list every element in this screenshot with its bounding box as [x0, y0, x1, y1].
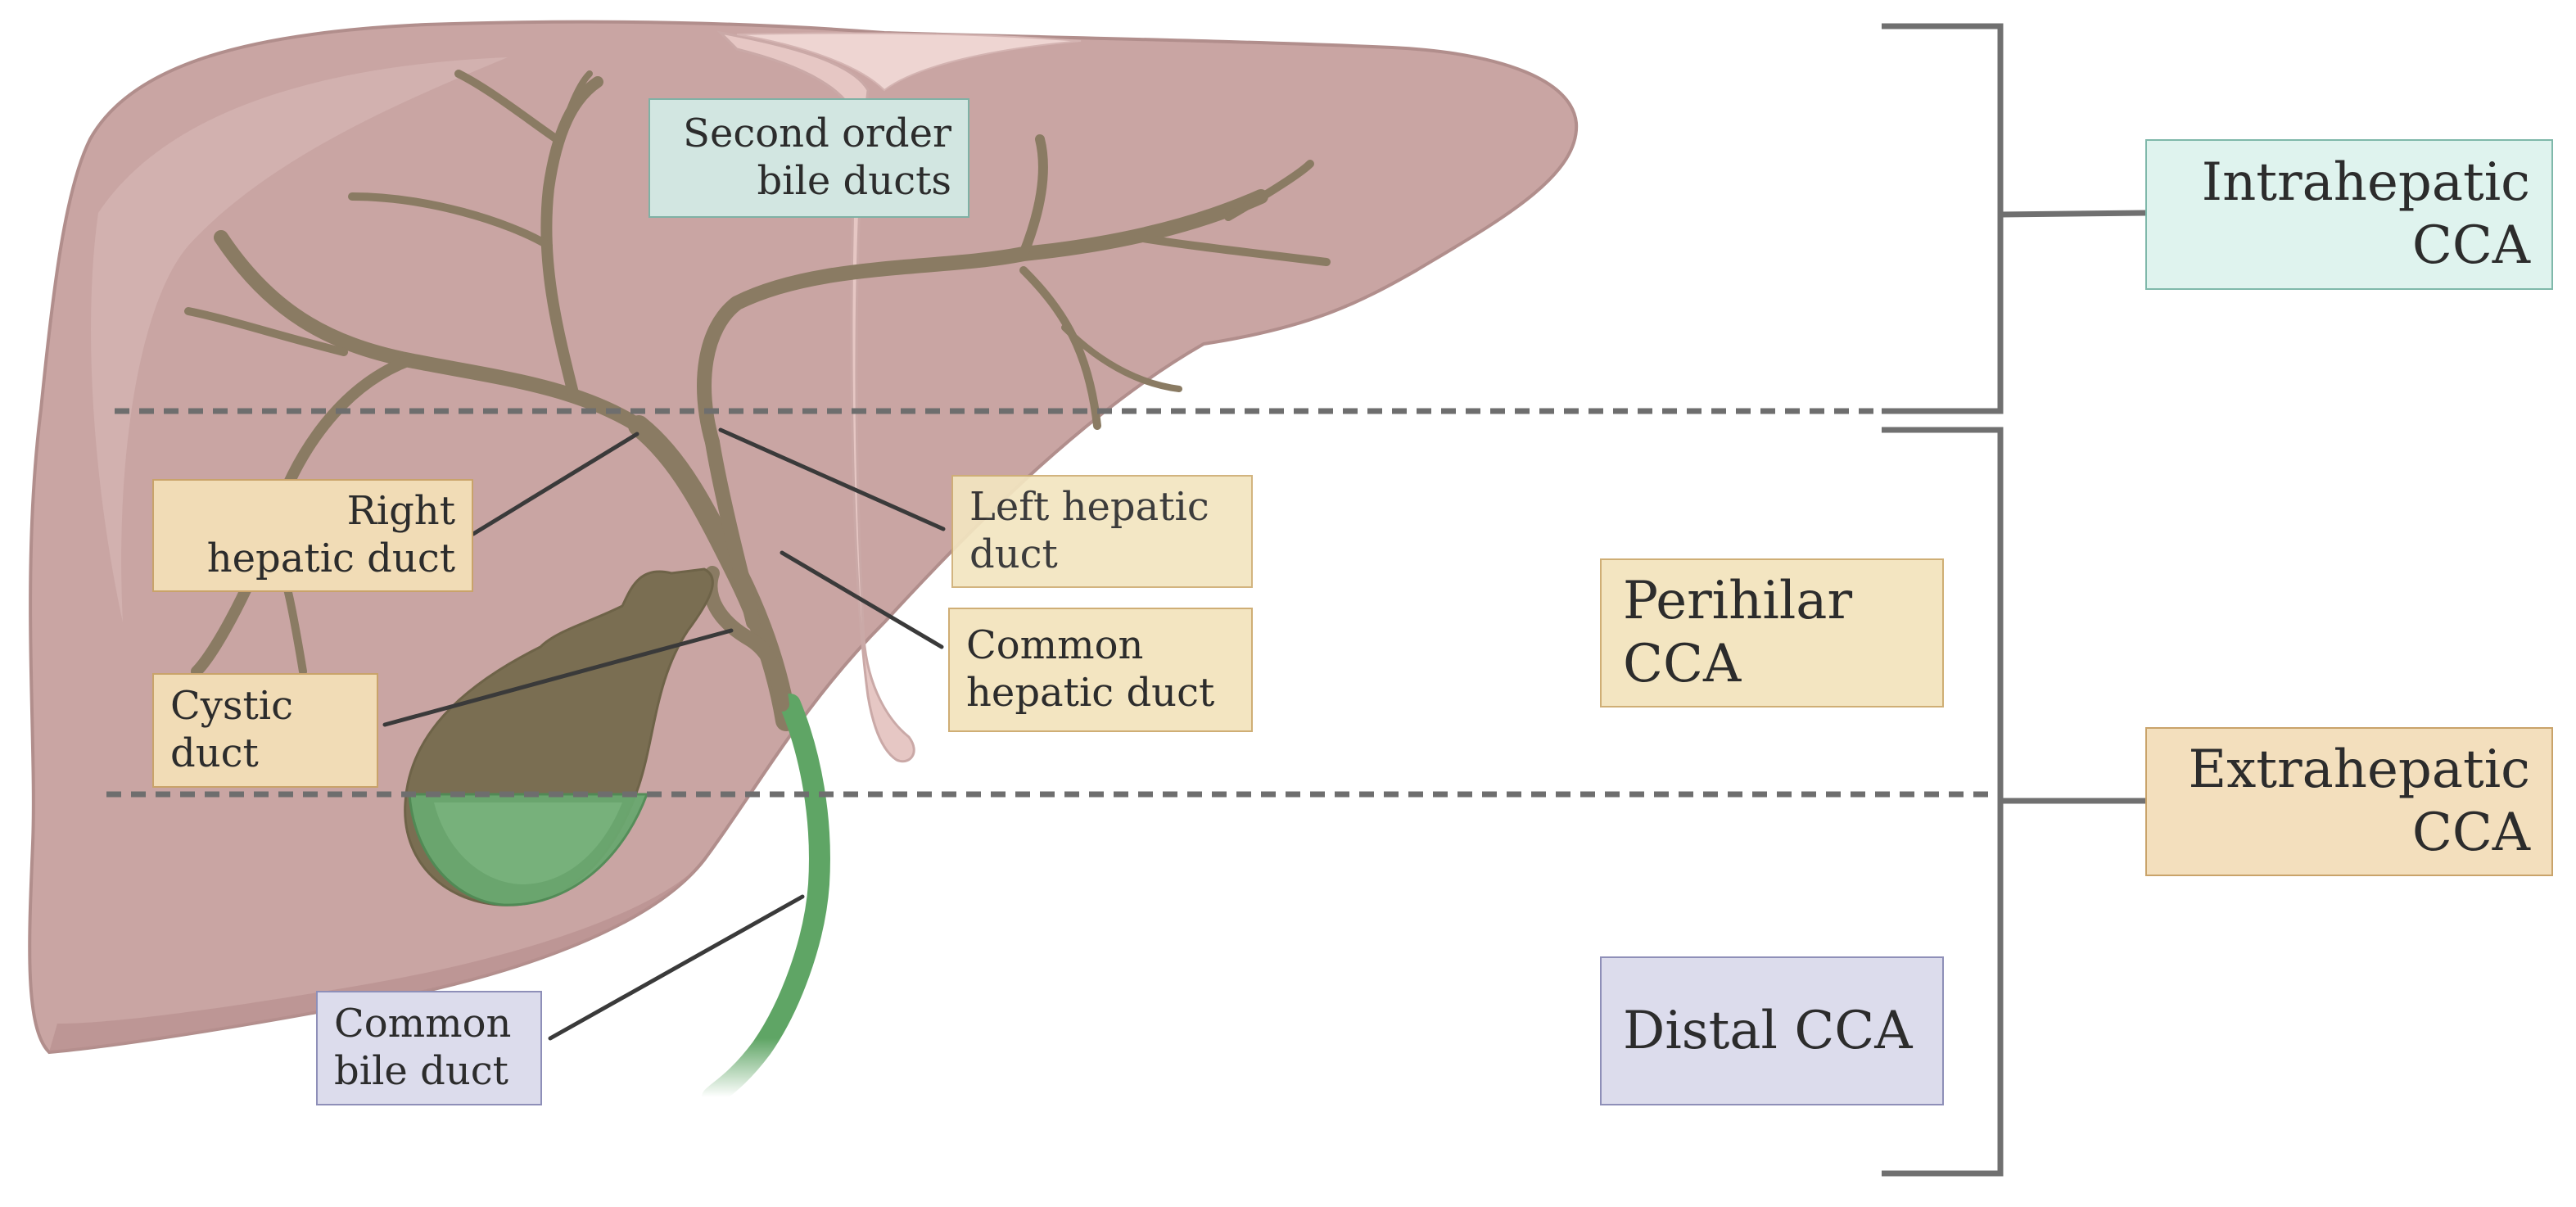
liver-highlight: [91, 57, 508, 622]
common-bile-duct: [702, 694, 830, 1108]
label-common-hepatic-duct: Common hepatic duct: [948, 608, 1253, 732]
bracket-intrahepatic-tick: [2000, 210, 2146, 218]
category-perihilar-cca: Perihilar CCA: [1600, 558, 1944, 707]
label-left-hepatic-duct: Left hepatic duct: [951, 475, 1253, 588]
label-second-order-bile-ducts: Second order bile ducts: [649, 98, 969, 218]
brackets: [1882, 23, 2146, 1177]
bracket-intrahepatic: [1882, 23, 2004, 414]
falciform-top: [736, 32, 1082, 92]
category-extrahepatic-cca: Extrahepatic CCA: [2145, 727, 2553, 876]
liver-lower-rim: [49, 860, 704, 1052]
label-common-bile-duct: Common bile duct: [316, 991, 542, 1105]
leader-lines: [382, 427, 946, 1041]
category-intrahepatic-cca: Intrahepatic CCA: [2145, 139, 2553, 290]
duct-tree: [184, 70, 1331, 731]
gallbladder-green-inner: [434, 802, 622, 884]
category-distal-cca: Distal CCA: [1600, 956, 1944, 1105]
label-right-hepatic-duct: Right hepatic duct: [152, 479, 473, 592]
label-cystic-duct: Cystic duct: [152, 673, 378, 788]
